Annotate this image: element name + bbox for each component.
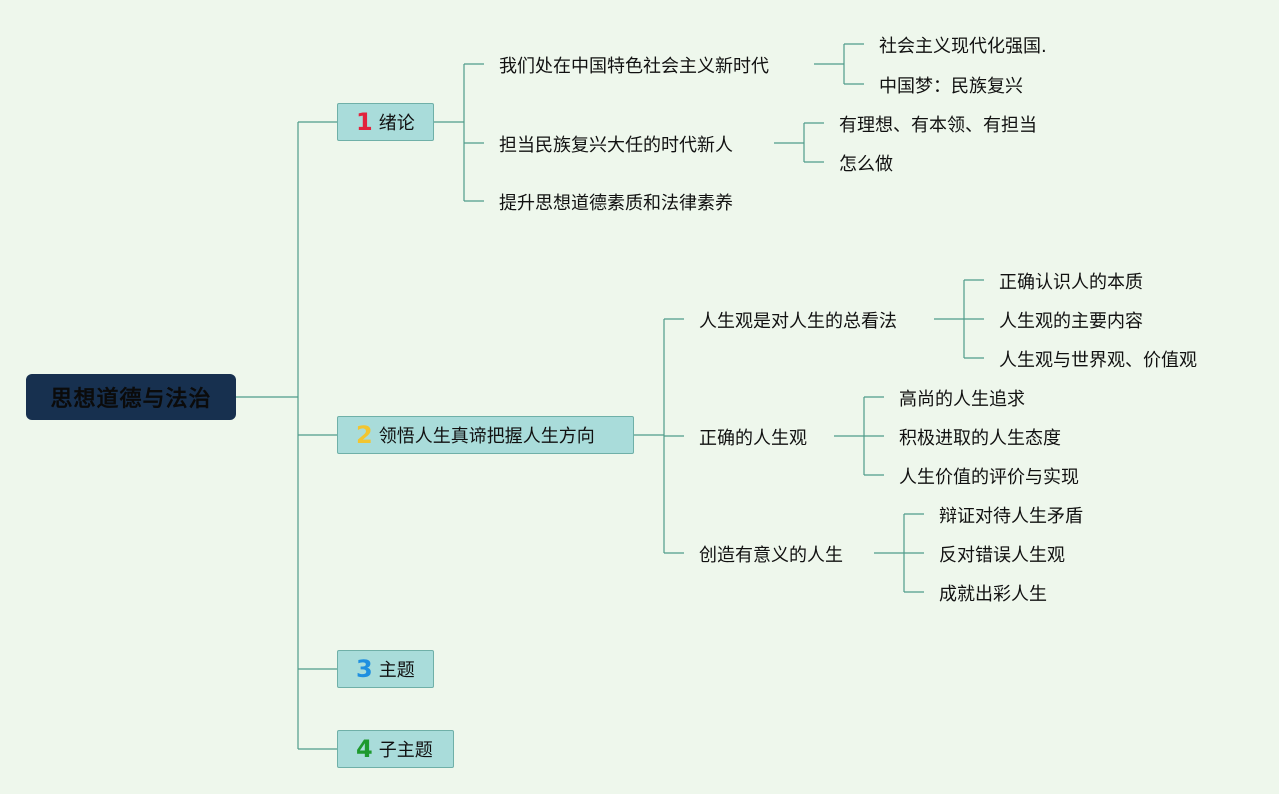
leaf-china-dream[interactable]: 中国梦：民族复兴	[879, 76, 1023, 97]
subtopic-improve-quality[interactable]: 提升思想道德素质和法律素养	[499, 193, 733, 214]
topic-3[interactable]: 3 主题	[337, 650, 434, 688]
subtopic-new-era[interactable]: 我们处在中国特色社会主义新时代	[499, 56, 769, 77]
leaf-noble-pursuit[interactable]: 高尚的人生追求	[899, 389, 1025, 410]
topic-2[interactable]: 2 领悟人生真谛把握人生方向	[337, 416, 634, 454]
leaf-brilliant-life[interactable]: 成就出彩人生	[939, 584, 1047, 605]
leaf-world-value-view[interactable]: 人生观与世界观、价值观	[999, 350, 1197, 371]
leaf-how-to[interactable]: 怎么做	[839, 154, 893, 175]
root-topic-label: 思想道德与法治	[50, 387, 212, 412]
topic-3-label: 主题	[378, 660, 415, 681]
leaf-main-content[interactable]: 人生观的主要内容	[999, 311, 1143, 332]
leaf-dialectic-contradiction[interactable]: 辩证对待人生矛盾	[939, 506, 1083, 527]
topic-4[interactable]: 4 子主题	[337, 730, 454, 768]
leaf-life-value[interactable]: 人生价值的评价与实现	[899, 467, 1079, 488]
root-topic[interactable]: 思想道德与法治	[26, 374, 236, 420]
topic-2-number: 2	[356, 421, 373, 449]
topic-1-label: 绪论	[378, 113, 415, 134]
topic-1-number: 1	[356, 108, 373, 136]
leaf-positive-attitude[interactable]: 积极进取的人生态度	[899, 428, 1061, 449]
leaf-ideals[interactable]: 有理想、有本领、有担当	[839, 115, 1037, 136]
topic-2-label: 领悟人生真谛把握人生方向	[378, 426, 595, 447]
topic-4-number: 4	[356, 735, 373, 763]
subtopic-life-view-overall[interactable]: 人生观是对人生的总看法	[699, 311, 897, 332]
leaf-modern-power[interactable]: 社会主义现代化强国.	[879, 36, 1047, 57]
leaf-oppose-wrong-view[interactable]: 反对错误人生观	[939, 545, 1065, 566]
topic-1[interactable]: 1 绪论	[337, 103, 434, 141]
subtopic-new-people[interactable]: 担当民族复兴大任的时代新人	[499, 135, 733, 156]
topic-4-label: 子主题	[378, 740, 433, 761]
leaf-human-nature[interactable]: 正确认识人的本质	[999, 272, 1143, 293]
subtopic-correct-life-view[interactable]: 正确的人生观	[699, 428, 807, 449]
topic-3-number: 3	[356, 655, 373, 683]
subtopic-meaningful-life[interactable]: 创造有意义的人生	[699, 545, 843, 566]
